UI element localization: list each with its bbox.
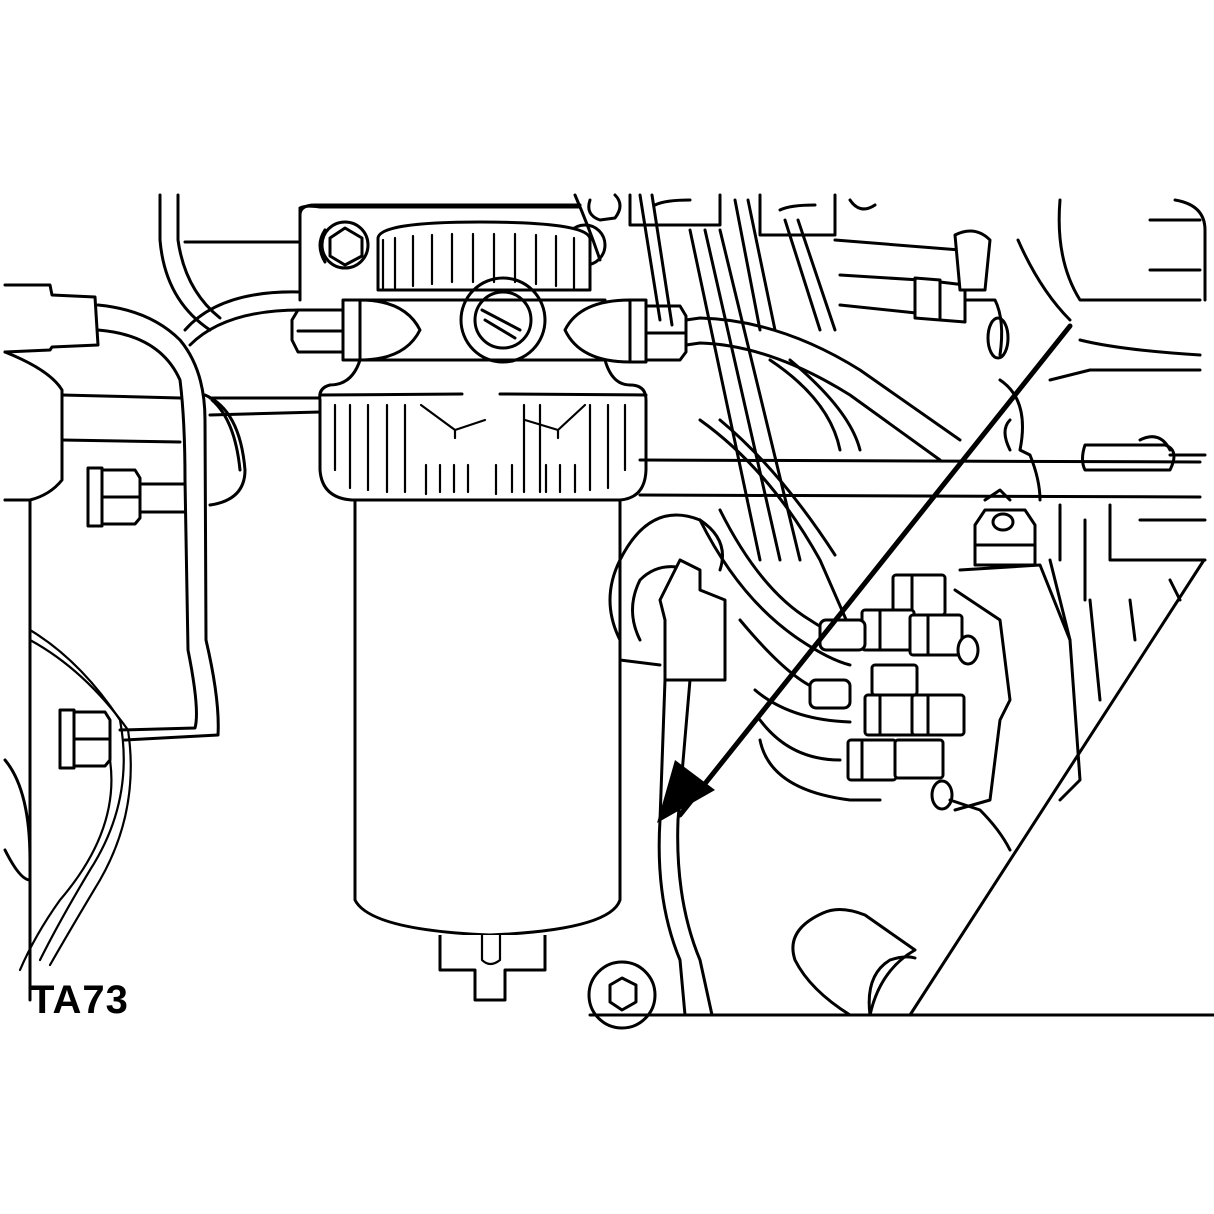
water-sensor-connector bbox=[608, 513, 727, 1017]
filter-head bbox=[318, 298, 648, 502]
figure-label: TA73 bbox=[30, 978, 129, 1022]
filter-head-cap bbox=[376, 220, 592, 292]
mounting-bolt bbox=[587, 960, 657, 1030]
filter-canister bbox=[353, 498, 622, 937]
return-pipe-left bbox=[96, 290, 322, 742]
outlet-banjo-union bbox=[563, 298, 688, 364]
drain-tap bbox=[438, 933, 547, 1002]
bleed-screw bbox=[459, 276, 547, 364]
lower-pipes bbox=[758, 718, 1012, 852]
left-wiring bbox=[18, 628, 132, 972]
inlet-banjo-union bbox=[290, 298, 422, 362]
left-pipe-union-lower bbox=[58, 708, 112, 770]
pointer-arrow bbox=[657, 323, 1073, 823]
left-pipe-union-upper bbox=[86, 466, 187, 528]
upper-right-fittings bbox=[587, 193, 1010, 360]
fuel-filter-assembly bbox=[290, 203, 688, 1002]
left-engine-body bbox=[3, 283, 182, 1002]
fuel-pipes-right bbox=[638, 193, 1202, 724]
pump-delivery-unions bbox=[808, 573, 1012, 812]
